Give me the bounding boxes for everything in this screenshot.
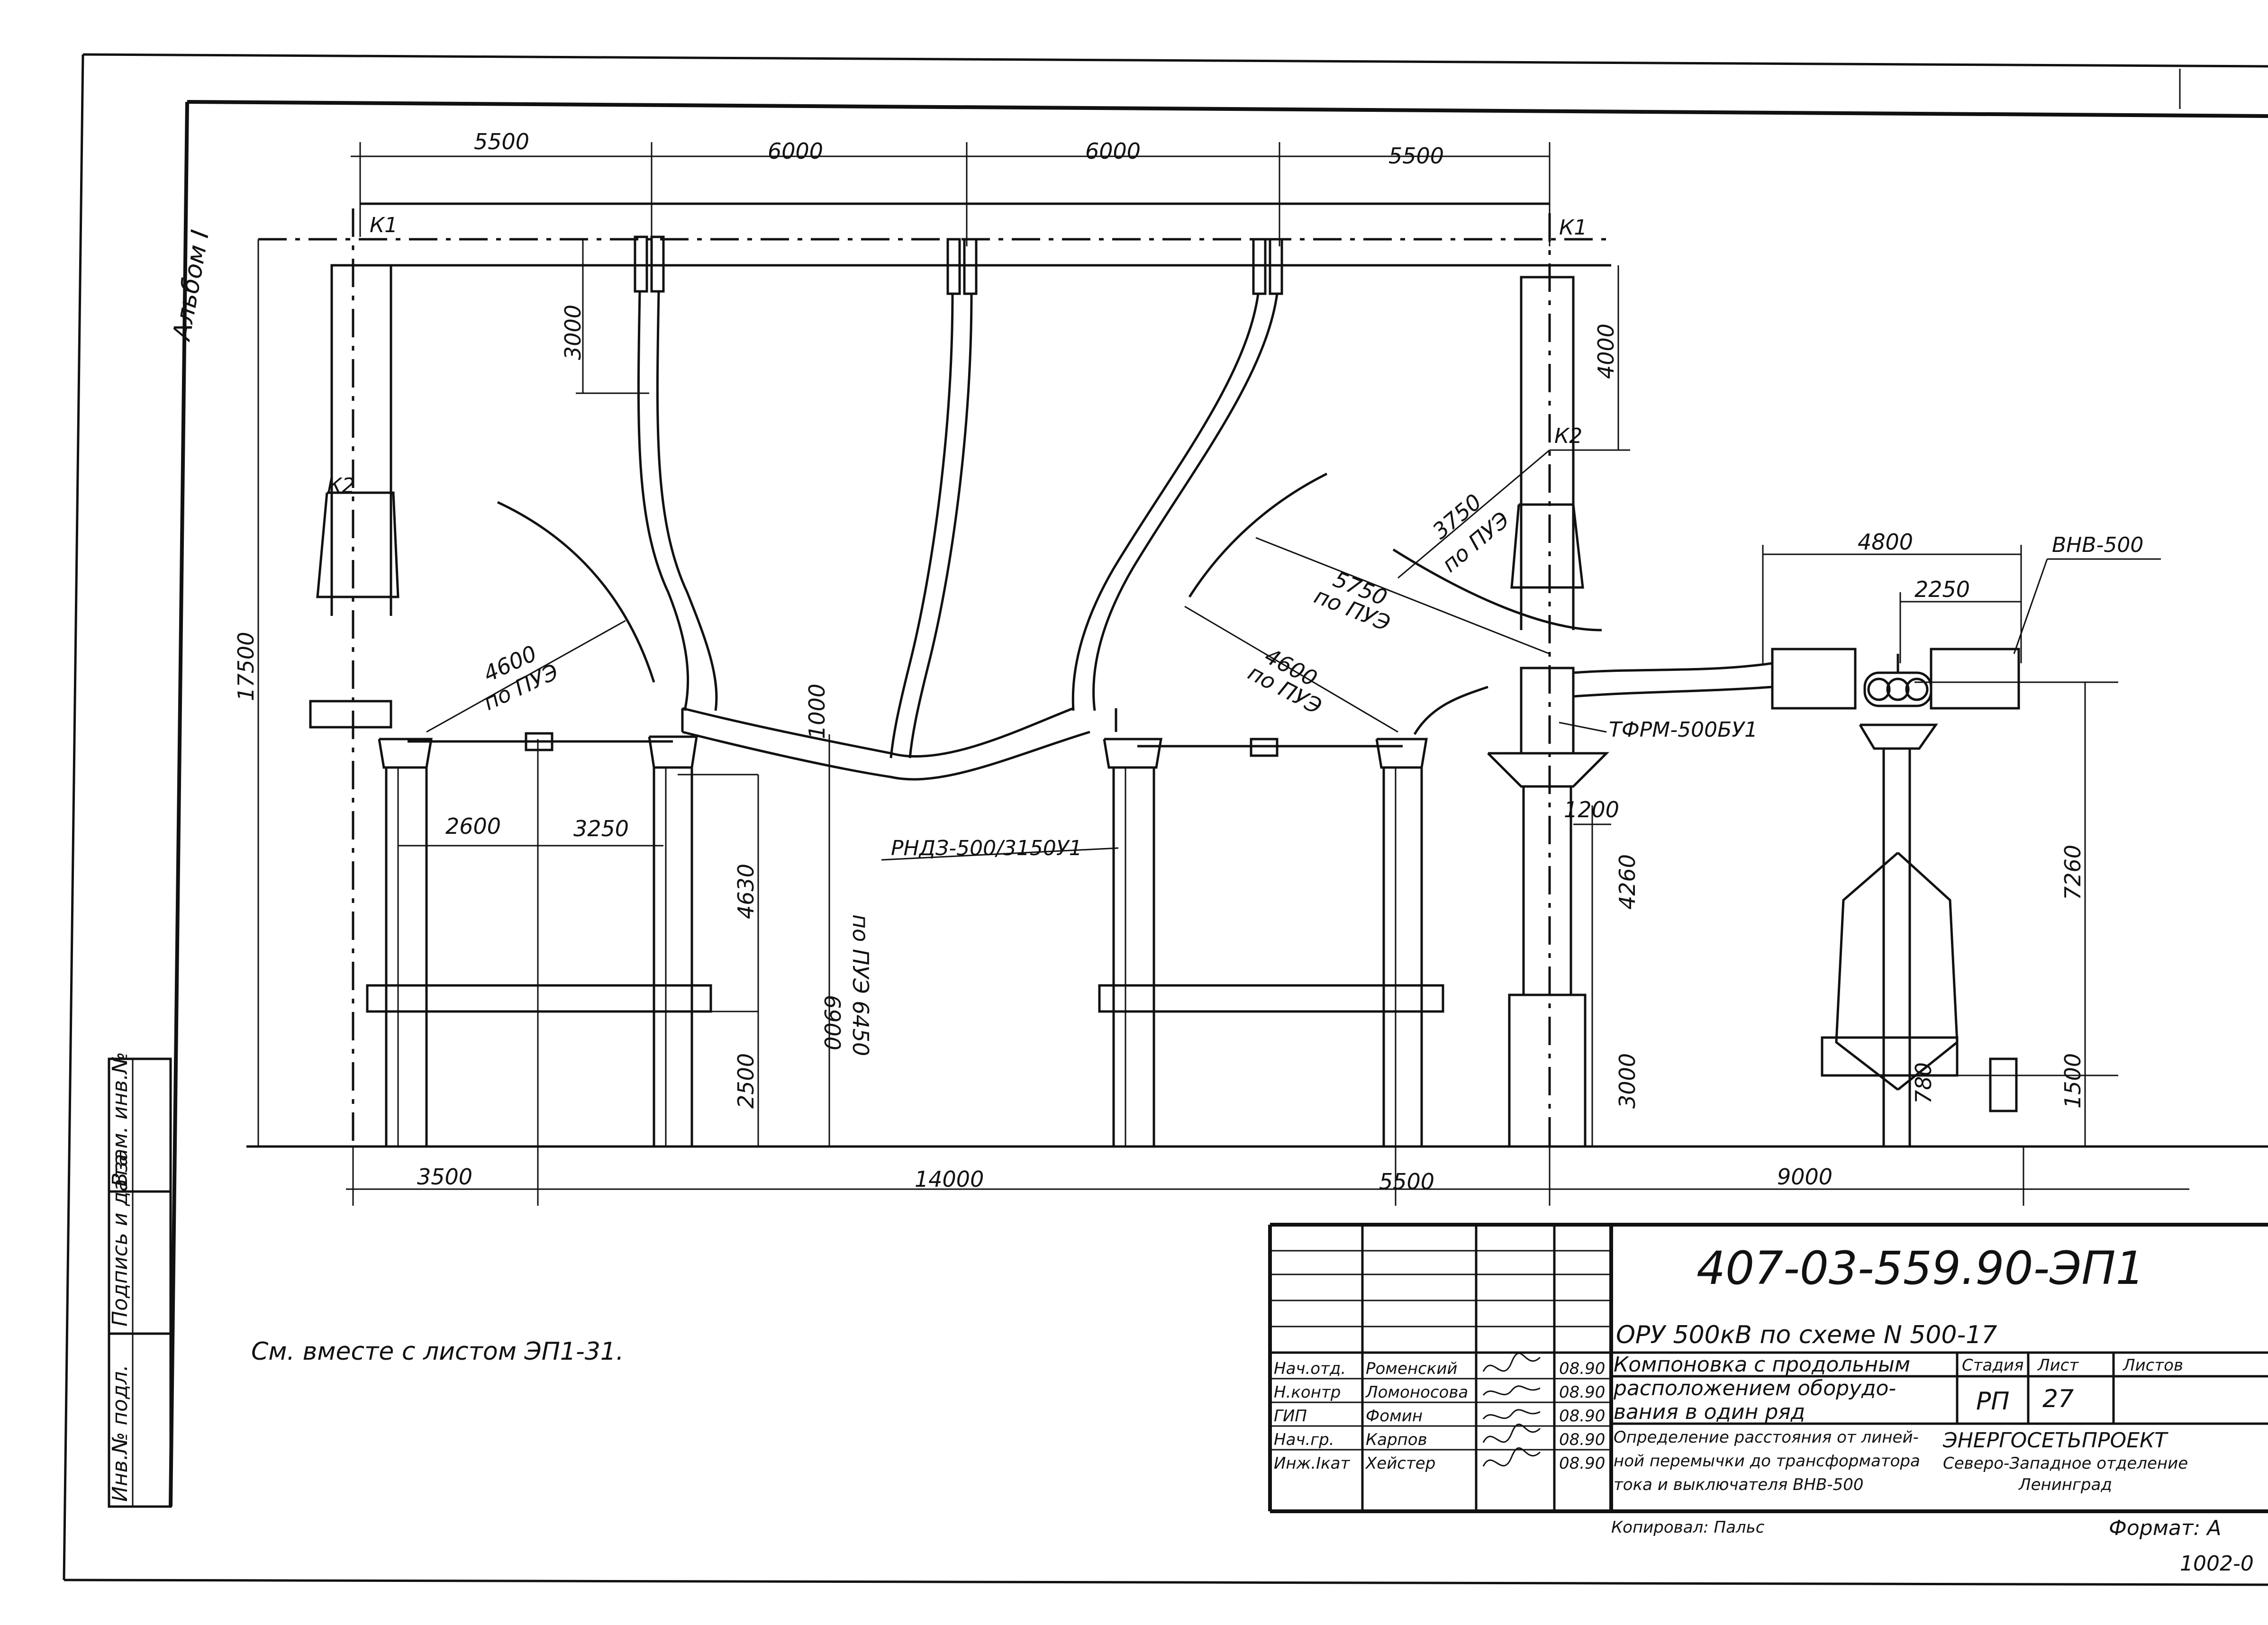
rnd-label: РНДЗ-500/3150У1 — [891, 836, 1082, 860]
org-branch: Северо-Западное отделение — [1943, 1454, 2188, 1473]
row-name-5: Хейстер — [1365, 1454, 1435, 1473]
row-date-4: 08.90 — [1559, 1430, 1605, 1449]
row-date-5: 08.90 — [1559, 1454, 1605, 1473]
v4630-dim: 4630 — [733, 864, 759, 919]
k1-right-label: К1 — [1559, 216, 1587, 240]
right-portal-column — [1510, 213, 1630, 1147]
title-line-2: расположением оборудо- — [1613, 1376, 1896, 1400]
vnv-label: ВНВ-500 — [2052, 533, 2143, 557]
v3000-dim: 3000 — [560, 305, 586, 360]
org-city: Ленинград — [2018, 1475, 2112, 1494]
horizontal-busbar — [681, 707, 1117, 781]
breaker-link — [1573, 662, 1773, 674]
left-portal-column — [316, 208, 1611, 1147]
sheet-frame — [63, 53, 2268, 1586]
row-date-3: 08.90 — [1559, 1407, 1605, 1426]
bottom-dim-4: 9000 — [1777, 1164, 1833, 1190]
top-dimension-chain — [351, 142, 1551, 246]
album-label: Альбом I — [167, 228, 215, 343]
sheets-header: Листов — [2122, 1356, 2183, 1375]
v1000-dim: 1000 — [804, 684, 830, 739]
v4000-dim: 4000 — [1593, 324, 1619, 379]
top-dim-3: 6000 — [1085, 138, 1141, 164]
v1500-dim: 1500 — [2060, 1053, 2086, 1109]
v3000b-dim: 3000 — [1615, 1053, 1640, 1109]
bottom-dim-2: 14000 — [915, 1166, 984, 1192]
side-stamp-sign: Подпись и дата — [108, 1154, 132, 1327]
copied-by: Копировал: Пальс — [1611, 1518, 1765, 1537]
signatures — [1482, 1353, 1541, 1467]
row-name-2: Ломоносова — [1365, 1383, 1468, 1402]
clearance-arcs — [426, 449, 1602, 733]
tfrm-leader — [1559, 722, 1607, 733]
row-date-1: 08.90 — [1559, 1359, 1605, 1378]
side-stamp-inv: Инв.№ подл. — [108, 1364, 132, 1502]
k2-right-label: К2 — [1554, 424, 1582, 448]
v2500-dim: 2500 — [733, 1053, 759, 1109]
row-role-2: Н.контр — [1274, 1383, 1341, 1402]
see-also-note: См. вместе с листом ЭП1-31. — [251, 1337, 624, 1366]
ground-and-bottom-dims — [246, 1145, 2268, 1206]
stage-header: Стадия — [1962, 1356, 2023, 1375]
row-role-3: ГИП — [1274, 1407, 1307, 1426]
top-dim-1: 5500 — [474, 129, 529, 154]
subtitle-line-1: Определение расстояния от линей- — [1614, 1428, 1919, 1447]
breaker-link-lower — [1573, 686, 1773, 698]
org-name: ЭНЕРГОСЕТЬПРОЕКТ — [1942, 1428, 2168, 1453]
droppers — [637, 291, 1279, 758]
top-dim-2: 6000 — [768, 138, 823, 164]
total-height-dim: 17500 — [233, 632, 259, 701]
row-name-4: Карпов — [1366, 1430, 1427, 1449]
v7260-dim: 7260 — [2060, 845, 2086, 900]
v6900-dim: 6900 — [819, 995, 845, 1050]
title-line-1: Компоновка с продольным — [1614, 1353, 1910, 1377]
k2-left-label: К2 — [327, 474, 355, 498]
drawing-code: 407-03-559.90-ЭП1 — [1696, 1242, 2145, 1295]
tfrm-label: ТФРМ-500БУ1 — [1609, 718, 1758, 742]
top-dim-4: 5500 — [1388, 143, 1444, 169]
insulator-3000-dim — [576, 239, 649, 394]
sheet-value: 27 — [2042, 1385, 2074, 1413]
title-line-3: вания в один ряд — [1614, 1400, 1805, 1424]
v6450-dim: по ПУЭ 6450 — [848, 914, 873, 1056]
row-role-5: Инж.Iкат — [1274, 1454, 1350, 1473]
bottom-dim-3: 5500 — [1379, 1169, 1434, 1194]
bottom-dim-1: 3500 — [417, 1164, 472, 1190]
d4800-dim: 4800 — [1858, 529, 1913, 555]
breaker-vnv — [1762, 545, 2161, 1148]
side-stamp — [108, 1057, 172, 1508]
subtitle-line-3: тока и выключателя ВНВ-500 — [1614, 1475, 1863, 1494]
rnd-leader — [881, 847, 1119, 861]
row-name-1: Роменский — [1366, 1359, 1458, 1378]
inventory-number: 1002-0 — [2180, 1552, 2254, 1576]
project-name: ОРУ 500кВ по схеме N 500-17 — [1616, 1321, 1997, 1349]
d2600-dim: 2600 — [445, 813, 501, 839]
title-block-grid — [1268, 1223, 2268, 1513]
format-label: Формат: А — [2109, 1516, 2221, 1540]
row-date-2: 08.90 — [1559, 1383, 1605, 1402]
k1-level — [257, 238, 1606, 1147]
disconnector-right — [1098, 686, 1488, 1148]
v1200-dim: 1200 — [1564, 797, 1619, 822]
d3250-dim: 3250 — [573, 816, 629, 841]
k1-left-label: К1 — [370, 213, 398, 237]
sheet-header: Лист — [2037, 1356, 2079, 1375]
v780-dim: 780 — [1911, 1062, 1936, 1104]
row-role-4: Нач.гр. — [1274, 1430, 1334, 1449]
stage-value: РП — [1976, 1387, 2009, 1416]
incoming-line-stub — [309, 700, 392, 729]
side-stamp-replace: Взам. инв.№ — [108, 1052, 132, 1187]
v4260-dim: 4260 — [1615, 854, 1640, 910]
disconnector-left — [366, 732, 759, 1148]
row-name-3: Фомин — [1366, 1407, 1423, 1426]
row-role-1: Нач.отд. — [1274, 1359, 1346, 1378]
d2250-dim: 2250 — [1914, 577, 1970, 602]
subtitle-line-2: ной перемычки до трансформатора — [1614, 1452, 1920, 1471]
